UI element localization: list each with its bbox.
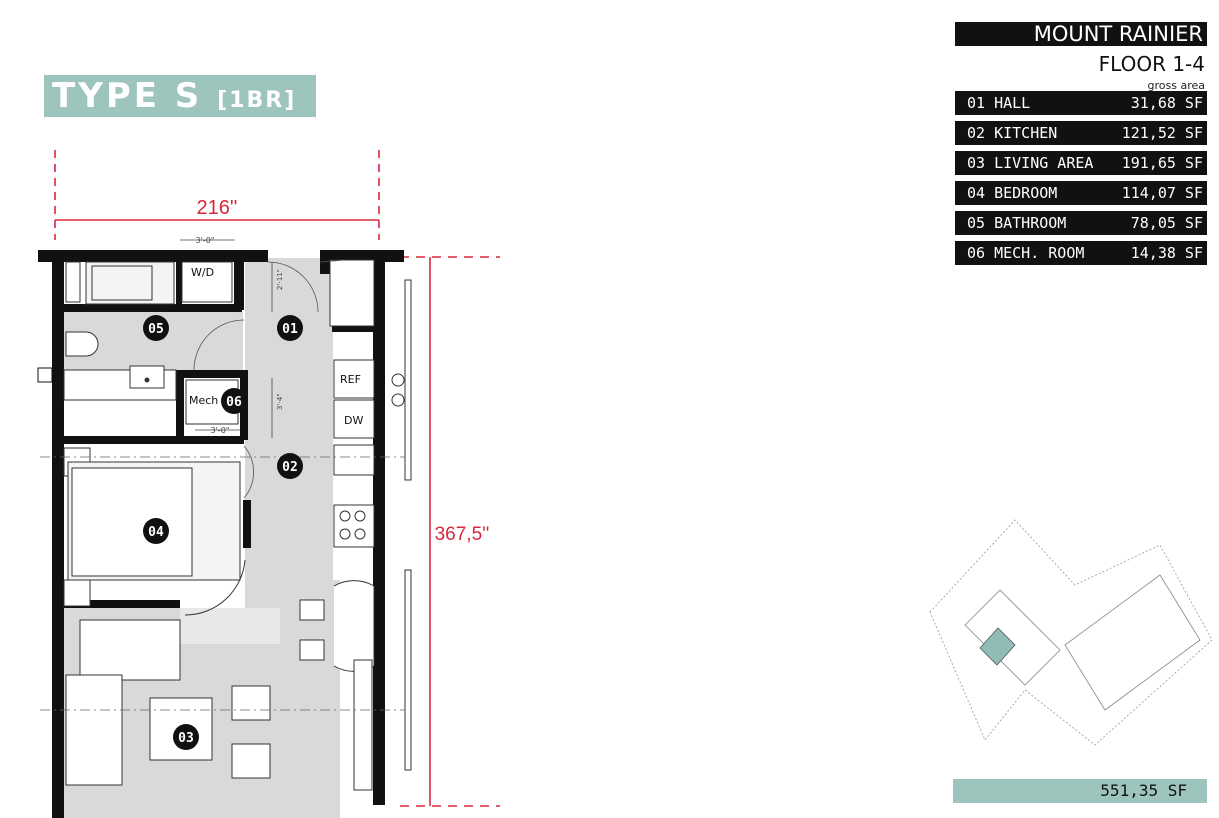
dishwasher-label: DW — [344, 414, 363, 427]
hall-vertical-dim: 2'-11" — [276, 269, 284, 290]
room-area-table: 01 HALL 31,68 SF 02 KITCHEN 121,52 SF 03… — [955, 91, 1207, 271]
svg-text:03: 03 — [178, 731, 194, 746]
unit-type-label: TYPE S — [52, 76, 203, 116]
room-label: 01 HALL — [967, 94, 1031, 112]
height-dimension-label: 367,5'' — [435, 524, 490, 545]
room-row-bathroom: 05 BATHROOM 78,05 SF — [955, 211, 1207, 235]
width-dimension-label: 216'' — [196, 197, 237, 219]
key-plan-units — [964, 574, 1201, 711]
svg-text:02: 02 — [282, 460, 298, 475]
building-name: MOUNT RAINIER — [955, 22, 1207, 46]
key-plan — [929, 519, 1213, 746]
room-label: 04 BEDROOM — [967, 184, 1058, 202]
room-area: 114,07 SF — [1121, 184, 1203, 202]
dimension-lines — [54, 150, 500, 807]
room-area: 121,52 SF — [1121, 124, 1203, 142]
door-swings — [193, 259, 346, 499]
room-row-bedroom: 04 BEDROOM 114,07 SF — [955, 181, 1207, 205]
room-marker-02: 02 — [277, 453, 303, 479]
room-marker-03: 03 — [173, 724, 199, 750]
fridge-label: REF — [340, 373, 361, 386]
room-marker-06: 06 — [221, 388, 247, 414]
total-area: 551,35 SF — [953, 779, 1207, 803]
mech-label: Mech — [189, 394, 218, 407]
mech-small-dim: 3'-0" — [211, 426, 230, 435]
small-dimension-lines — [180, 239, 273, 438]
room-area: 191,65 SF — [1121, 154, 1203, 172]
svg-text:04: 04 — [148, 525, 164, 540]
walls — [37, 250, 404, 818]
room-label: 06 MECH. ROOM — [967, 244, 1085, 262]
top-small-dim: 3'-0" — [196, 236, 215, 245]
unit-bedroom-label: [1BR] — [217, 88, 297, 113]
unit-type-title: TYPE S [1BR] — [44, 75, 316, 117]
floor-label: FLOOR 1-4 — [1098, 52, 1205, 76]
room-markers: 01 02 03 04 05 06 — [143, 315, 303, 750]
key-plan-highlight-unit — [979, 627, 1016, 666]
room-marker-05: 05 — [143, 315, 169, 341]
room-row-kitchen: 02 KITCHEN 121,52 SF — [955, 121, 1207, 145]
room-row-mech: 06 MECH. ROOM 14,38 SF — [955, 241, 1207, 265]
room-label: 02 KITCHEN — [967, 124, 1058, 142]
room-marker-04: 04 — [143, 518, 169, 544]
center-lines — [40, 456, 405, 711]
floor-fill — [63, 258, 340, 818]
fixtures — [63, 259, 412, 791]
room-area: 78,05 SF — [1130, 214, 1203, 232]
washer-dryer-label: W/D — [191, 266, 214, 279]
gross-area-caption: gross area — [1147, 79, 1205, 92]
room-label: 03 LIVING AREA — [967, 154, 1094, 172]
room-area: 14,38 SF — [1130, 244, 1203, 262]
svg-text:01: 01 — [282, 322, 298, 337]
room-area: 31,68 SF — [1130, 94, 1203, 112]
room-row-hall: 01 HALL 31,68 SF — [955, 91, 1207, 115]
mech-vertical-dim: 3'-4" — [276, 393, 284, 410]
room-label: 05 BATHROOM — [967, 214, 1067, 232]
room-marker-01: 01 — [277, 315, 303, 341]
svg-text:06: 06 — [226, 395, 242, 410]
room-row-living: 03 LIVING AREA 191,65 SF — [955, 151, 1207, 175]
svg-text:05: 05 — [148, 322, 164, 337]
